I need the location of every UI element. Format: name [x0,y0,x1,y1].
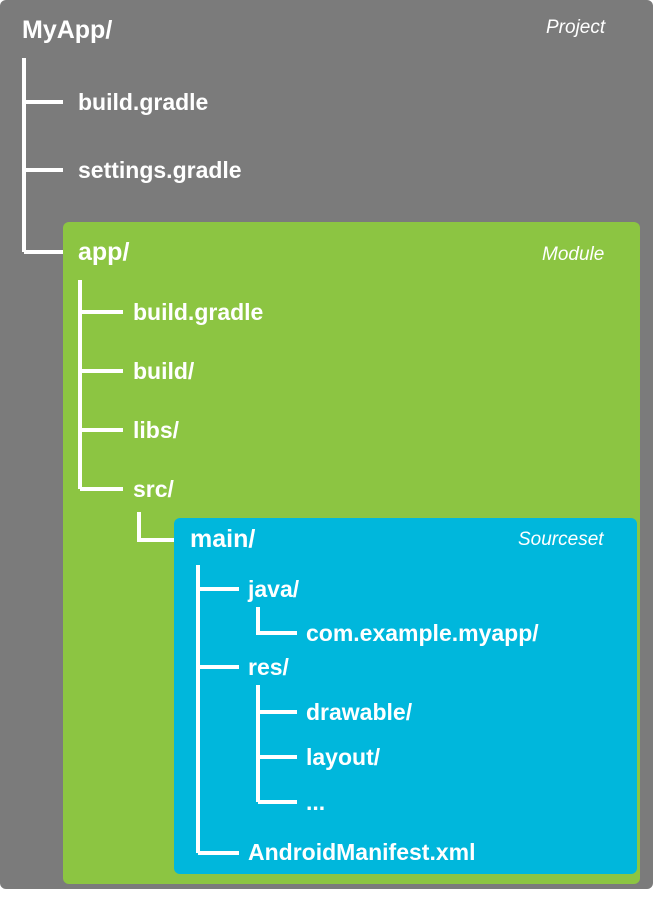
sourceset-child-ellipsis: ... [306,789,326,815]
project-tag: Project [546,17,606,38]
project-root-label: MyApp/ [22,16,113,44]
project-child-settings-gradle: settings.gradle [78,157,242,183]
module-tag: Module [542,244,605,265]
sourceset-child-java-dir: java/ [248,576,300,602]
sourceset-child-drawable-dir: drawable/ [306,699,413,725]
project-child-build-gradle: build.gradle [78,89,209,115]
sourceset-child-android-manifest: AndroidManifest.xml [248,839,476,865]
sourceset-child-package-dir: com.example.myapp/ [306,620,539,646]
module-child-build-gradle: build.gradle [133,299,264,325]
module-child-libs-dir: libs/ [133,417,180,443]
module-root-label: app/ [78,238,130,266]
module-child-build-dir: build/ [133,358,195,384]
sourceset-child-layout-dir: layout/ [306,744,381,770]
sourceset-root-label: main/ [190,525,256,553]
sourceset-box [174,518,637,874]
sourceset-child-res-dir: res/ [248,654,289,680]
module-child-src-dir: src/ [133,476,174,502]
sourceset-tag: Sourceset [518,529,604,550]
